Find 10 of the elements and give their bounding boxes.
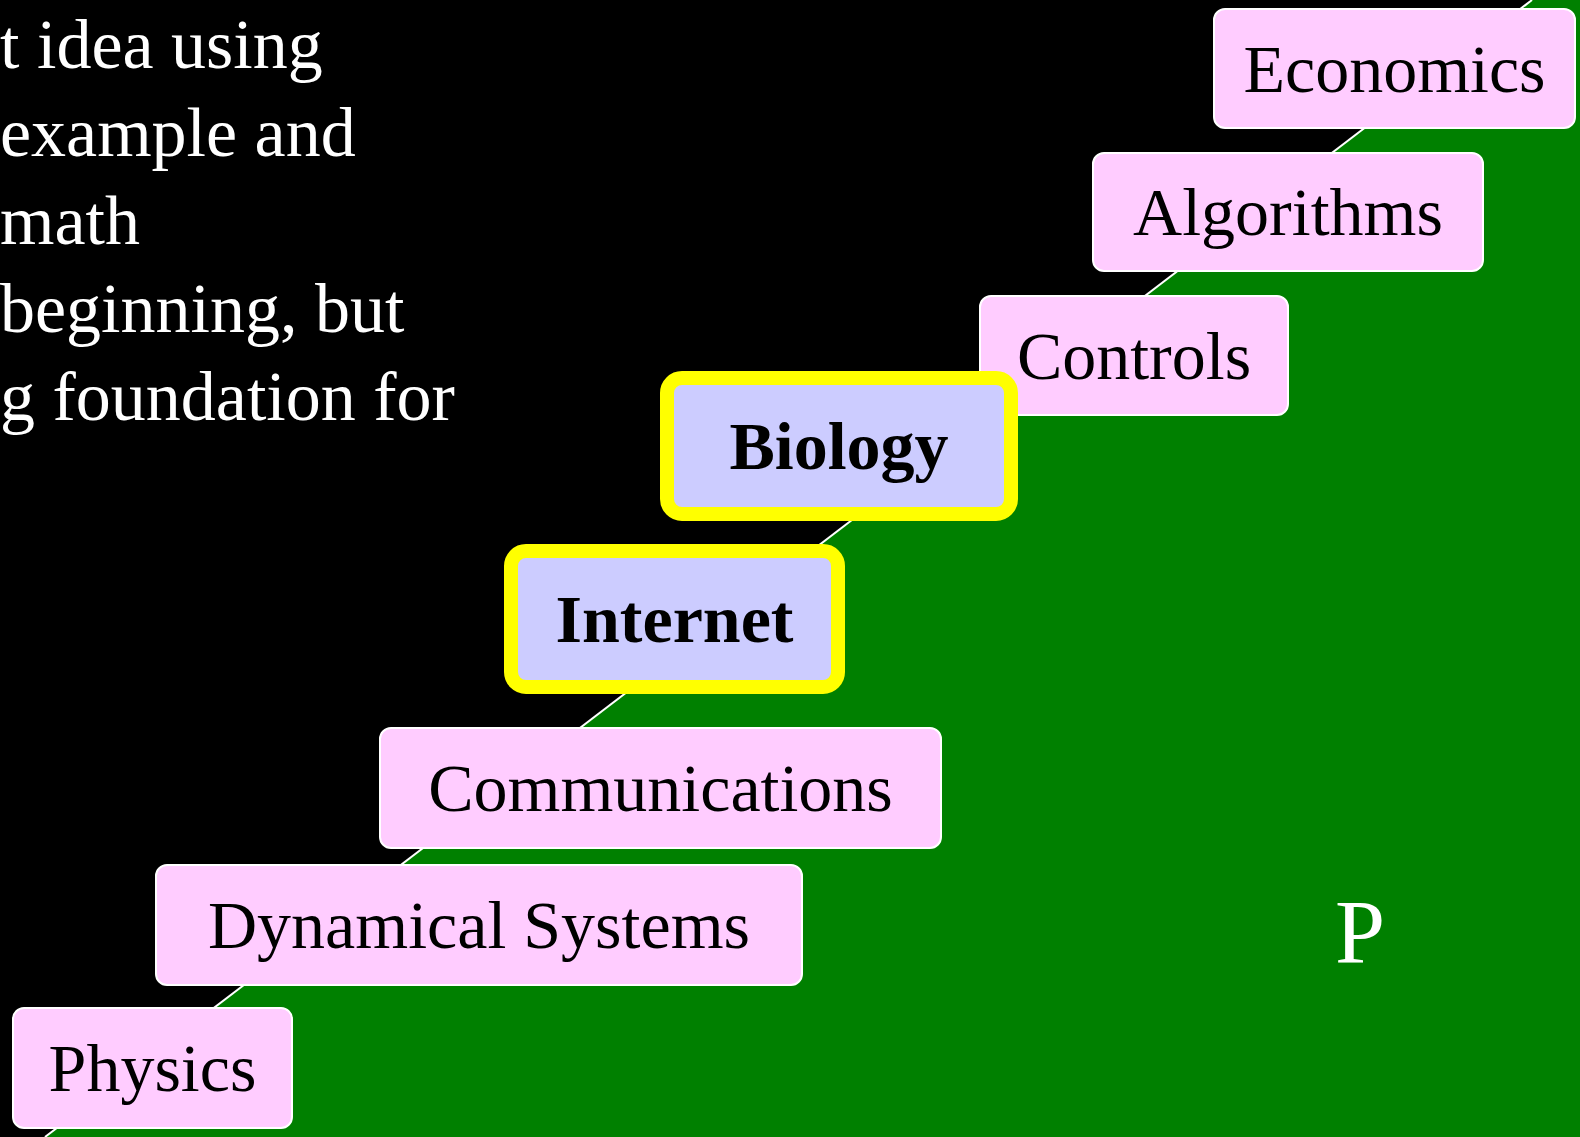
topic-box: Dynamical Systems [155,864,803,986]
highlighted-topic-box: Biology [660,371,1018,521]
topic-box: Communications [379,727,942,849]
topic-box: Physics [12,1007,293,1129]
topic-box: Economics [1213,8,1576,129]
topic-box: Controls [979,295,1289,416]
topic-box: Algorithms [1092,152,1484,272]
letter-label: P [1335,888,1386,978]
body-text-line: math [0,186,140,256]
highlighted-topic-box: Internet [504,544,845,694]
